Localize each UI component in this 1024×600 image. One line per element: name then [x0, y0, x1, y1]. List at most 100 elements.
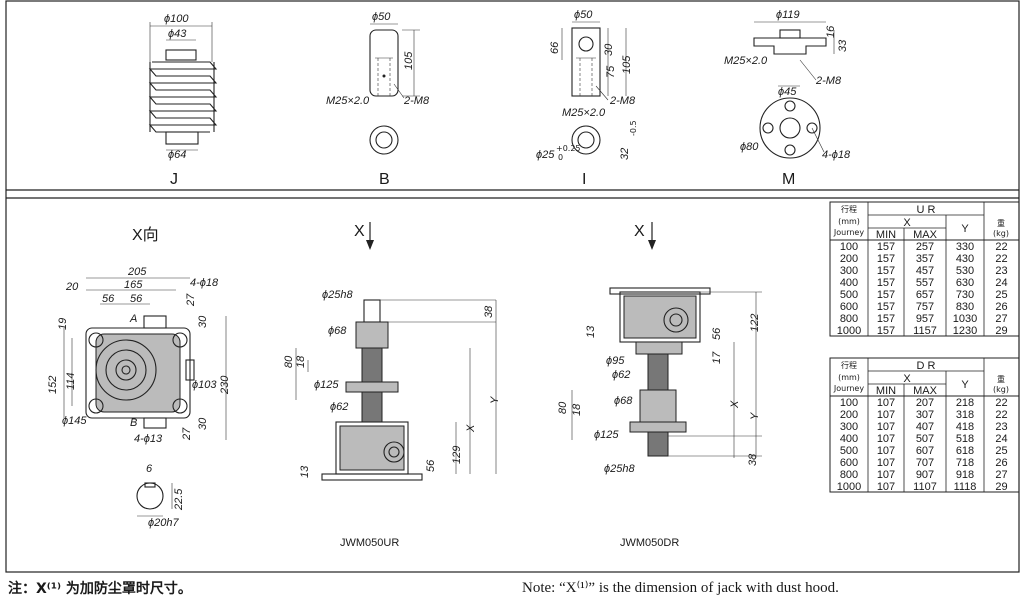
dim-ur-68: ϕ68	[328, 325, 347, 337]
table_ur-cell-r7-c2: 1157	[913, 325, 937, 337]
table_ur-cell-r0-c3: 330	[956, 241, 974, 253]
table_ur-cell-r1-c1: 157	[877, 253, 895, 265]
dim-i-tap: 2-M8	[609, 95, 636, 107]
table_dr-cell-r0-c3: 218	[956, 397, 974, 409]
table_ur-cell-r6-c2: 957	[916, 313, 934, 325]
dim-dr-x: X	[729, 400, 741, 409]
table_dr-cell-r0-c4: 22	[995, 397, 1007, 409]
table_dr-cell-r5-c4: 26	[995, 457, 1007, 469]
table_dr-cell-r3-c3: 518	[956, 433, 974, 445]
table_dr-cell-r1-c2: 307	[916, 409, 934, 421]
table_ur-cell-r5-c4: 26	[995, 301, 1007, 313]
dim-x-56b: 56	[130, 293, 143, 305]
dim-ur-38: 38	[483, 305, 495, 318]
table_ur-head-x: X	[903, 217, 911, 229]
dim-m-80: ϕ80	[740, 141, 759, 153]
jack-dr-model-label: JWM050DR	[620, 537, 679, 549]
dim-key-22-5: 22.5	[173, 488, 185, 511]
dim-x-56a: 56	[102, 293, 115, 305]
table_dr-head-kg: (kg)	[993, 385, 1009, 394]
table_ur-cell-r4-c3: 730	[956, 289, 974, 301]
table_dr-cell-r3-c4: 24	[995, 433, 1007, 445]
dim-x-114: 114	[65, 372, 77, 390]
table_ur-cell-r2-c1: 157	[877, 265, 895, 277]
table_dr-cell-r7-c0: 1000	[837, 481, 861, 493]
label-x-a: A	[129, 313, 137, 325]
table_ur-cell-r0-c1: 157	[877, 241, 895, 253]
dim-ur-129: 129	[451, 446, 463, 464]
table_dr-head-stroke: 行程	[841, 360, 857, 370]
table_dr-cell-r5-c0: 600	[840, 457, 858, 469]
dim-i-tol-lower: 0	[558, 153, 563, 162]
table_ur-cell-r2-c2: 457	[916, 265, 934, 277]
table_dr-cell-r2-c3: 418	[956, 421, 974, 433]
table_dr-head-weight: 重	[997, 374, 1005, 384]
dim-i-thread: M25×2.0	[562, 107, 606, 119]
table_dr-cell-r6-c2: 907	[916, 469, 934, 481]
label-x-b: B	[130, 417, 137, 429]
table_ur-cell-r6-c1: 157	[877, 313, 895, 325]
table_ur-cell-r1-c0: 200	[840, 253, 858, 265]
table_dr-cell-r3-c2: 507	[916, 433, 934, 445]
table_dr-cell-r7-c2: 1107	[913, 481, 937, 493]
dim-i-66: 66	[549, 41, 561, 54]
part-j-label: J	[170, 171, 178, 188]
dim-ur-13: 13	[299, 465, 311, 478]
table_ur-cell-r0-c2: 257	[916, 241, 934, 253]
table_ur-title: U R	[917, 204, 936, 216]
table_ur-cell-r7-c3: 1230	[953, 325, 977, 337]
dim-m-holes: 4-ϕ18	[822, 149, 851, 161]
dim-ur-y: Y	[489, 396, 501, 404]
table_dr-cell-r5-c3: 718	[956, 457, 974, 469]
dim-m-diameter-119: ϕ119	[776, 9, 800, 21]
table_ur-cell-r3-c3: 630	[956, 277, 974, 289]
dim-m-thread: M25×2.0	[724, 55, 768, 67]
table_dr-cell-r7-c4: 29	[995, 481, 1007, 493]
table_ur-cell-r3-c1: 157	[877, 277, 895, 289]
dim-b-thread: M25×2.0	[326, 95, 370, 107]
dim-dr-shaft-end: ϕ25h8	[604, 463, 635, 475]
part-i-label: I	[582, 171, 586, 188]
table_dr-cell-r3-c0: 400	[840, 433, 858, 445]
table_dr-cell-r1-c3: 318	[956, 409, 974, 421]
dim-b-diameter-50: ϕ50	[372, 11, 391, 23]
table_dr-head-min: MIN	[876, 385, 896, 397]
dim-ur-62: ϕ62	[330, 401, 348, 413]
dim-x-19: 19	[57, 318, 69, 330]
dim-i-tol: -0.5	[629, 120, 638, 136]
dim-dr-125: ϕ125	[594, 429, 619, 441]
table_ur-head-mm: (mm)	[838, 217, 860, 226]
table_ur-head-stroke: 行程	[841, 204, 857, 214]
dim-key-shaft: ϕ20h7	[148, 517, 179, 529]
table_ur-cell-r3-c4: 24	[995, 277, 1007, 289]
dim-ur-shaft-end: ϕ25h8	[322, 289, 353, 301]
table_dr-cell-r1-c4: 22	[995, 409, 1007, 421]
table_ur-head-kg: (kg)	[993, 229, 1009, 238]
dim-ur-56: 56	[425, 459, 437, 472]
table_dr-cell-r2-c1: 107	[877, 421, 895, 433]
dim-x-103: ϕ103	[192, 379, 217, 391]
jack-dr-view-arrow-label: X	[634, 223, 645, 240]
dim-x-holes-b: 4-ϕ13	[134, 433, 163, 445]
table_ur-cell-r4-c2: 657	[916, 289, 934, 301]
table_dr-cell-r4-c4: 25	[995, 445, 1007, 457]
table_dr-cell-r3-c1: 107	[877, 433, 895, 445]
jack-jwm050ur: X ϕ25h8 38 ϕ68 80 18 ϕ125 ϕ62 X Y 129 56…	[283, 222, 501, 549]
table_ur-cell-r5-c0: 600	[840, 301, 858, 313]
table_ur-cell-r2-c0: 300	[840, 265, 858, 277]
view-x-top: X向 205 20 165 4-ϕ18 56 56 27 A 19 152 11…	[47, 226, 231, 445]
dim-x-27b: 27	[181, 427, 193, 441]
dim-b-tap: 2-M8	[403, 95, 430, 107]
dim-ur-x: X	[465, 424, 477, 433]
table_ur-cell-r5-c3: 830	[956, 301, 974, 313]
table_dr-cell-r7-c1: 107	[877, 481, 895, 493]
table_ur-head-journey: Journey	[833, 228, 864, 237]
dim-x-230: 230	[219, 375, 231, 395]
dim-j-diameter-64: ϕ64	[168, 149, 186, 161]
note-english: Note: “X⁽¹⁾” is the dimension of jack wi…	[522, 580, 839, 596]
table_dr-cell-r7-c3: 1118	[954, 481, 977, 493]
part-m-flange: ϕ119 16 33 M25×2.0 2-M8 ϕ45 ϕ80 4-ϕ18 M	[724, 9, 851, 188]
table_dr-head-max: MAX	[913, 385, 938, 397]
dim-i-tol-upper: +0.25	[556, 144, 581, 153]
